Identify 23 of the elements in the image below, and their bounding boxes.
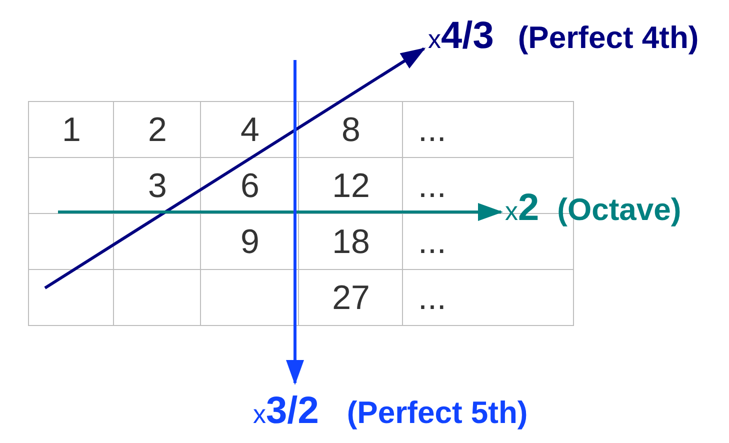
ellipsis-mark: ...	[418, 281, 446, 315]
interval-label: (Perfect 4th)	[518, 21, 699, 56]
table-number: 9	[240, 225, 260, 259]
table-number: 12	[332, 169, 370, 203]
table-number: 27	[332, 281, 370, 315]
table-number: 18	[332, 225, 370, 259]
table-number: 3	[148, 169, 167, 203]
ellipsis-mark: ...	[418, 225, 446, 259]
ellipsis-mark: ...	[418, 169, 446, 203]
ratio-label: x2	[505, 188, 540, 230]
table-number: 2	[148, 113, 167, 147]
table-number: 8	[342, 113, 360, 147]
table-number: 6	[240, 169, 260, 203]
interval-label: (Perfect 5th)	[346, 396, 528, 430]
ratio-label: x3/2	[253, 391, 319, 433]
ratio-label: x4/3	[428, 16, 494, 58]
arrow	[286, 60, 304, 385]
ellipsis-mark: ...	[418, 113, 446, 147]
arrow	[44, 47, 426, 290]
interval-label: (Octave)	[557, 193, 682, 228]
table-number: 4	[240, 113, 260, 147]
arrow	[58, 203, 503, 221]
table-number: 1	[62, 113, 81, 147]
